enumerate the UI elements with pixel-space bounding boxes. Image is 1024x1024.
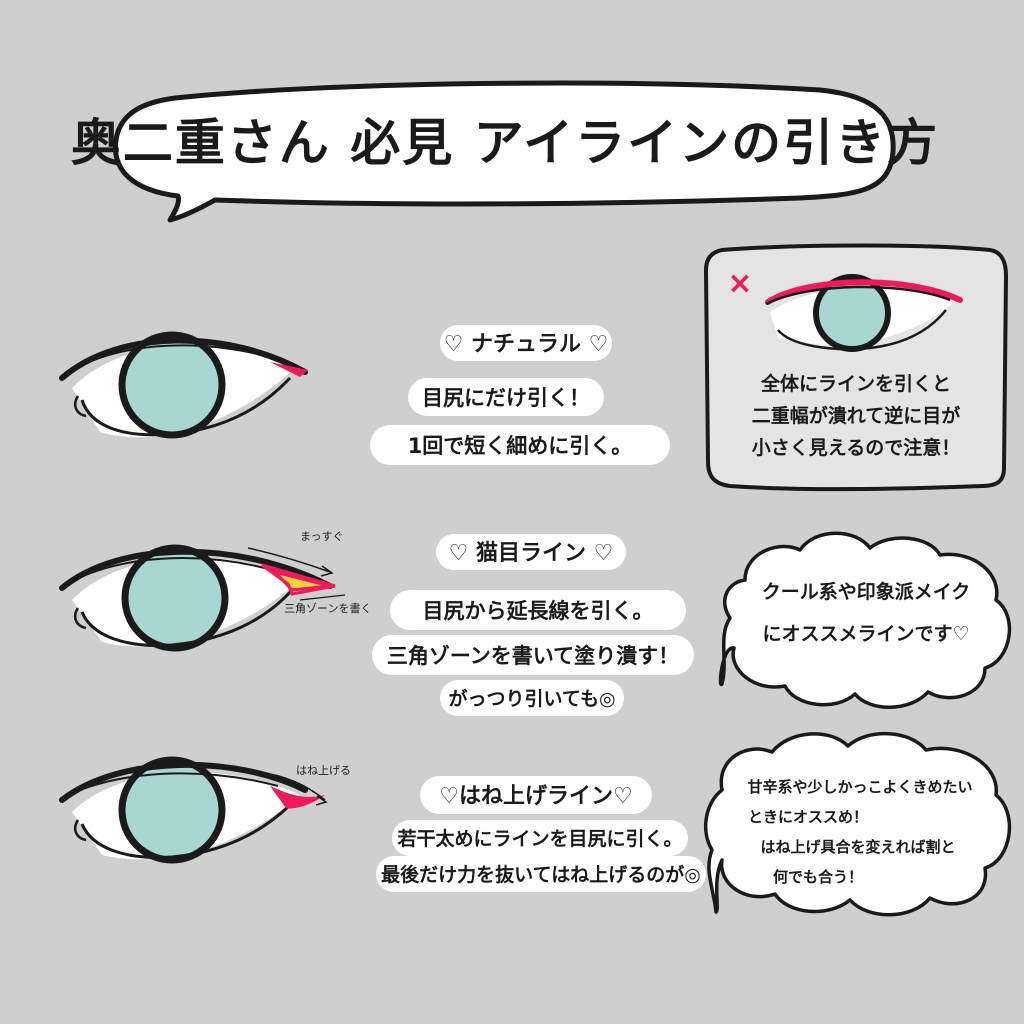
wing-line-2: 最後だけ力を抜いてはね上げるのが◎ [381,863,701,886]
wing-heading: ♡はね上げライン♡ [439,784,632,809]
wing-eyeliner [270,786,325,809]
straight-arrow [247,547,331,573]
wing-note-line-4: 何でも合う！ [773,868,863,886]
cat-heading: ♡ 猫目ライン ♡ [449,541,614,566]
page-title: 奥二重さん 必見 アイラインの引き方 [71,114,939,172]
warning-line-1: 全体にラインを引くと [760,372,951,395]
natural-iris [118,331,226,439]
wing-note-line-1: 甘辛系や少しかっこよくきめたい [747,778,972,796]
cat-line-2: 三角ゾーンを書いて塗り潰す！ [387,644,679,668]
wing-note-bubble: 甘辛系や少しかっこよくきめたい ときにオススめ！ はね上げ具合を変えれば割と 何… [703,732,1012,917]
natural-heading: ♡ ナチュラル ♡ [444,332,609,357]
annotation-triangle: 三角ゾーンを書く [284,601,371,615]
natural-eyeliner [270,362,308,377]
natural-line-2: 1回で短く細めに引く。 [408,434,633,458]
natural-line-1: 目尻にだけ引く！ [422,386,590,410]
triangle-arrow [299,594,346,601]
natural-section: ♡ ナチュラル ♡ 目尻にだけ引く！ 1回で短く細めに引く。 [370,325,670,465]
warning-box: × 全体にラインを引くと 二重幅が潰れて逆に目が 小さく見えるので注意！ [704,243,1008,491]
cat-iris [121,544,229,652]
wing-note-line-3: はね上げ具合を変えれば割と [760,838,955,856]
annotation-wing: はね上げる [296,764,351,777]
cat-note-line-2: にオススメラインです♡ [762,623,969,645]
wing-iris [118,756,226,864]
wing-note-line-2: ときにオススめ！ [748,808,868,826]
cat-note-line-1: クール系や印象派メイク [762,580,971,603]
natural-eye-illustration [59,331,308,439]
cat-note-bubble: クール系や印象派メイク にオススメラインです♡ [718,531,1012,709]
annotation-straight: まっすぐ [300,530,344,543]
title-bubble: 奥二重さん 必見 アイラインの引き方 [71,80,939,223]
warning-line-2: 二重幅が潰れて逆に目が [752,404,960,427]
cat-eyeliner [261,563,336,596]
cat-line-1: 目尻から延長線を引く。 [423,599,654,623]
warning-line-3: 小さく見えるので注意！ [752,436,960,459]
wing-arrow [257,771,326,801]
wing-line-1: 若干太めにラインを目尻に引く。 [397,827,682,850]
cat-line-3: がっつり引いても◎ [448,687,615,710]
cat-section: ♡ 猫目ライン ♡ 目尻から延長線を引く。 三角ゾーンを書いて塗り潰す！ がっつ… [372,534,694,716]
cat-eye-illustration: まっすぐ 三角ゾーンを書く [59,530,371,652]
wing-eye-illustration: はね上げる [59,756,351,864]
wing-section: ♡はね上げライン♡ 若干太めにラインを目尻に引く。 最後だけ力を抜いてはね上げる… [376,776,706,892]
warning-x-mark: × [727,266,752,301]
